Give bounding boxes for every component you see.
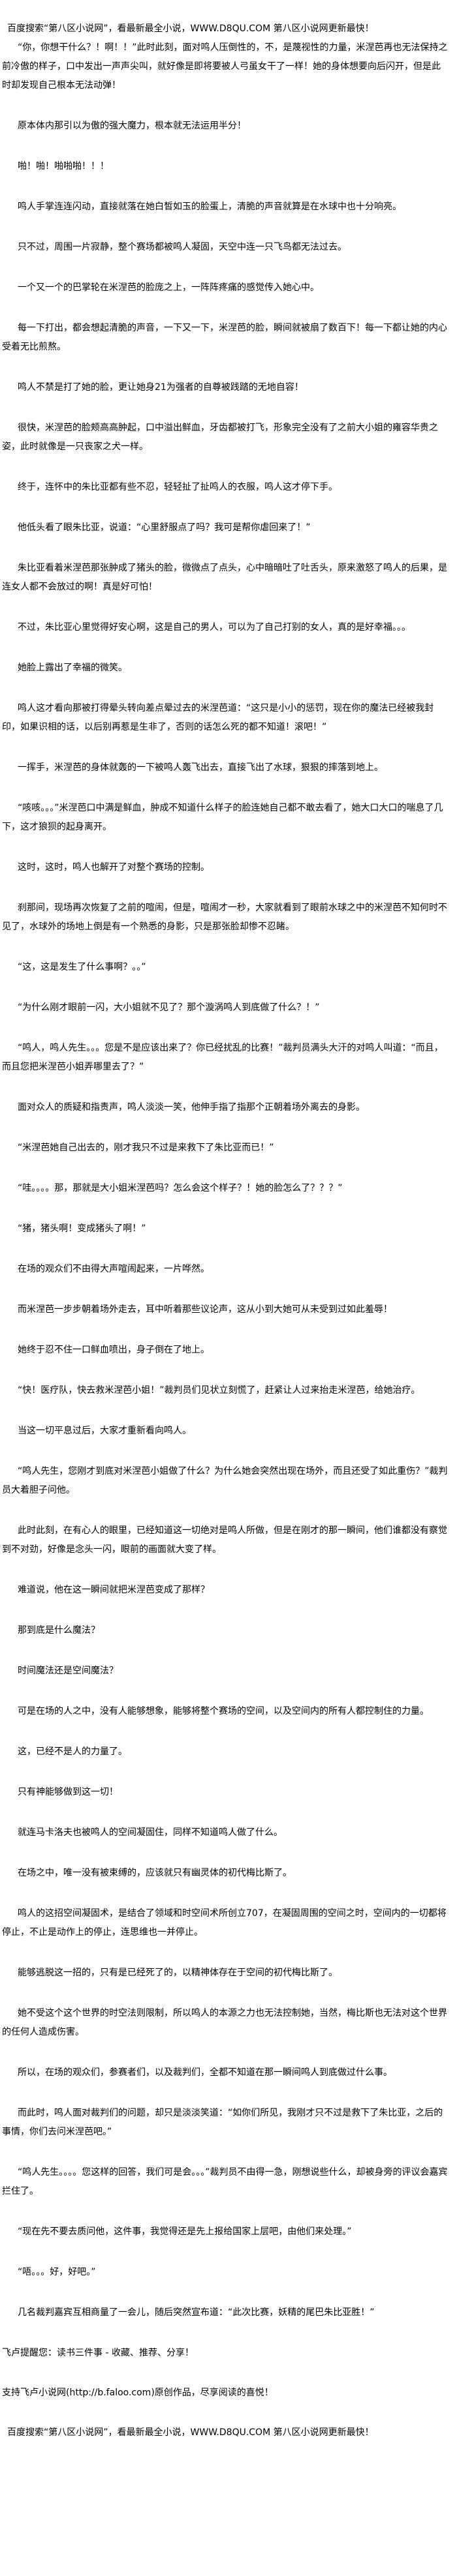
site-banner-bottom: 百度搜索“第八区小说网”，看最新最全小说，WWW.D8QU.COM 第八区小说网… — [7, 2427, 374, 2438]
story-paragraph: “唔。。。好，好吧。” — [18, 2267, 96, 2277]
chapter-body: “你，你想干什么？！啊！！”此时此刻，面对鸣人压倒性的，不，是蔑视性的力量，米涅… — [2, 38, 449, 2322]
story-paragraph: 他低头看了眼朱比亚，说道：“心里舒服点了吗？我可是帮你虐回来了！” — [18, 522, 311, 533]
story-paragraph: 她脸上露出了幸福的微笑。 — [18, 663, 127, 673]
story-paragraph: 终于，连怀中的朱比亚都有些不忍，轻轻扯了扯鸣人的衣服，鸣人这才停下手。 — [18, 482, 338, 492]
story-paragraph: “鸣人，鸣人先生。。。您是不是应该出来了？你已经扰乱的比赛！”裁判员满头大汗的对… — [2, 1043, 443, 1072]
story-paragraph: 这时，这时，鸣人也解开了对整个赛场的控制。 — [18, 862, 210, 873]
story-paragraph: 鸣人这才看向那被打得晕头转向差点晕过去的米涅芭道：“这只是小小的惩罚，现在你的魔… — [2, 703, 434, 732]
story-paragraph: 鸣人手掌连连闪动，直接就落在她白皙如玉的脸蛋上，清脆的声音就算是在水球中也十分响… — [18, 202, 402, 212]
story-paragraph: 朱比亚看着米涅芭那张肿成了猪头的脸，微微点了点头，心中暗暗吐了吐舌头，原来激怒了… — [2, 563, 447, 592]
story-paragraph: 而米涅芭一步步朝着场外走去，耳中听着那些议论声，这从小到大她可从未受到过如此羞辱… — [18, 1304, 392, 1315]
story-paragraph: 鸣人的这招空间凝固术，是结合了领域和时空间术所创立707，在凝固周围的空间之时，… — [2, 1908, 447, 1938]
story-paragraph: 只不过，周围一片寂静，整个赛场都被鸣人凝固，天空中连一只飞鸟都无法过去。 — [18, 242, 347, 252]
story-paragraph: “米涅芭她自己出去的，刚才我只不过是来救下了朱比亚而已！” — [18, 1143, 274, 1153]
story-paragraph: 难道说，他在这一瞬间就把米涅芭变成了那样？ — [18, 1585, 210, 1595]
story-paragraph: 每一下打出，都会想起清脆的声音，一下又一下，米涅芭的脸，瞬间就被扇了数百下！每一… — [2, 323, 447, 352]
story-paragraph: 不过，朱比亚心里觉得好安心啊，这是自己的男人，可以为了自己打别的女人，真的是好幸… — [18, 622, 411, 633]
story-paragraph: 就连马卡洛夫也被鸣人的空间凝固住，同样不知道鸣人做了什么。 — [18, 1827, 283, 1838]
story-paragraph: “为什么刚才眼前一闪，大小姐就不见了？那个漩涡鸣人到底做了什么？！” — [18, 1002, 320, 1013]
story-paragraph: 几名裁判嘉宾互相商量了一会儿，随后突然宣布道：“此次比赛，妖精的尾巴朱比亚胜！” — [18, 2307, 375, 2318]
story-paragraph: 她不受这个这个世界的时空法则限制，所以鸣人的本源之力也无法控制她，当然，梅比斯也… — [2, 2008, 447, 2037]
story-paragraph: 此时此刻，在有心人的眼里，已经知道这一切绝对是鸣人所做，但是在刚才的那一瞬间，他… — [2, 1525, 447, 1555]
story-paragraph: “现在先不要去质问他，这件事，我觉得还是先上报给国家上层吧，由他们来处理。” — [18, 2226, 352, 2237]
story-paragraph: 所以，在场的观众们，参赛者们，以及裁判们，全都不知道在那一瞬间鸣人到底做过什么事… — [18, 2067, 392, 2078]
support-notice: 支持飞卢小说网(http://b.faloo.com)原创作品，尽享阅读的喜悦！ — [2, 2388, 274, 2398]
story-paragraph: 她终于忍不住一口鲜血喷出，身子倒在了地上。 — [18, 1345, 210, 1355]
story-paragraph: 当这一切平息过后，大家才重新看向鸣人。 — [18, 1426, 191, 1436]
story-paragraph: 鸣人不禁是打了她的脸，更让她身21为强者的自尊被践踏的无地自容！ — [18, 382, 304, 393]
story-paragraph: “咳咳。。。”米涅芭口中满是鲜血，肿成不知道什么样子的脸连她自己都不敢去看了，她… — [2, 803, 443, 832]
story-paragraph: 这，已经不是人的力量了。 — [18, 1746, 127, 1757]
story-paragraph: “鸣人先生，您刚才到底对米涅芭小姐做了什么？为什么她会突然出现在场外，而且还受了… — [2, 1466, 448, 1495]
story-paragraph: 在场之中，唯一没有被束缚的，应该就只有幽灵体的初代梅比斯了。 — [18, 1868, 292, 1878]
story-paragraph: “你，你想干什么？！啊！！”此时此刻，面对鸣人压倒性的，不，是蔑视性的力量，米涅… — [2, 42, 448, 91]
story-paragraph: 原本体内那引以为傲的强大魔力，根本就无法运用半分！ — [18, 121, 246, 131]
story-paragraph: “猪，猪头啊！变成猪头了啊！” — [18, 1223, 146, 1234]
story-paragraph: “这，这是发生了什么事啊？。。” — [18, 962, 146, 972]
story-paragraph: 一个又一个的巴掌轮在米涅芭的脸庞之上，一阵阵疼痛的感觉传入她心中。 — [18, 282, 319, 293]
story-paragraph: 时间魔法还是空间魔法？ — [18, 1666, 118, 1676]
reading-reminder: 飞卢提醒您：读书三件事 - 收藏、推荐、分享！ — [2, 2348, 194, 2358]
story-paragraph: 那到底是什么魔法？ — [18, 1625, 100, 1636]
story-paragraph: “快！医疗队，快去救米涅芭小姐！”裁判员们见状立刻慌了，赶紧让人过来抬走米涅芭，… — [18, 1385, 420, 1396]
story-paragraph: 一挥手，米涅芭的身体就轰的一下被鸣人轰飞出去，直接飞出了水球，狠狠的摔落到地上。 — [18, 762, 383, 773]
story-paragraph: 面对众人的质疑和指责声，鸣人淡淡一笑，他伸手指了指那个正朝着场外离去的身影。 — [18, 1102, 365, 1113]
site-banner-top: 百度搜索“第八区小说网”，看最新最全小说，WWW.D8QU.COM 第八区小说网… — [7, 23, 374, 34]
story-paragraph: 啪！啪！啪啪啪！！！ — [18, 161, 109, 172]
story-paragraph: 只有神能够做到这一切！ — [18, 1787, 118, 1797]
story-paragraph: 能够逃脱这一招的，只有是已经死了的，以精神体存在于空间的初代梅比斯了。 — [18, 1968, 338, 1978]
story-paragraph: 可是在场的人之中，没有人能够想象，能够将整个赛场的空间，以及空间内的所有人都控制… — [18, 1706, 429, 1716]
story-paragraph: “哇。。。。那，那就是大小姐米涅芭吗？怎么会这个样子？！她的脸怎么了？？？” — [18, 1183, 343, 1193]
story-paragraph: 在场的观众们不由得大声喧闹起来，一片哗然。 — [18, 1264, 210, 1274]
story-paragraph: 刹那间，现场再次恢复了之前的喧闹，但是，喧闹才一秒，大家就看到了眼前水球之中的米… — [2, 903, 447, 932]
story-paragraph: 很快，米涅芭的脸颊高高肿起，口中溢出鲜血，牙齿都被打飞，形象完全没有了之前大小姐… — [2, 423, 438, 452]
story-paragraph: 而此时，鸣人面对裁判们的问题，却只是淡淡笑道：“如你们所见，我刚才只不过是救下了… — [2, 2108, 443, 2137]
chapter-content: 百度搜索“第八区小说网”，看最新最全小说，WWW.D8QU.COM 第八区小说网… — [2, 23, 449, 2438]
story-paragraph: “鸣人先生。。。。您这样的回答，我们可是会。。。”裁判员不由得一急，刚想说些什么… — [2, 2167, 448, 2196]
